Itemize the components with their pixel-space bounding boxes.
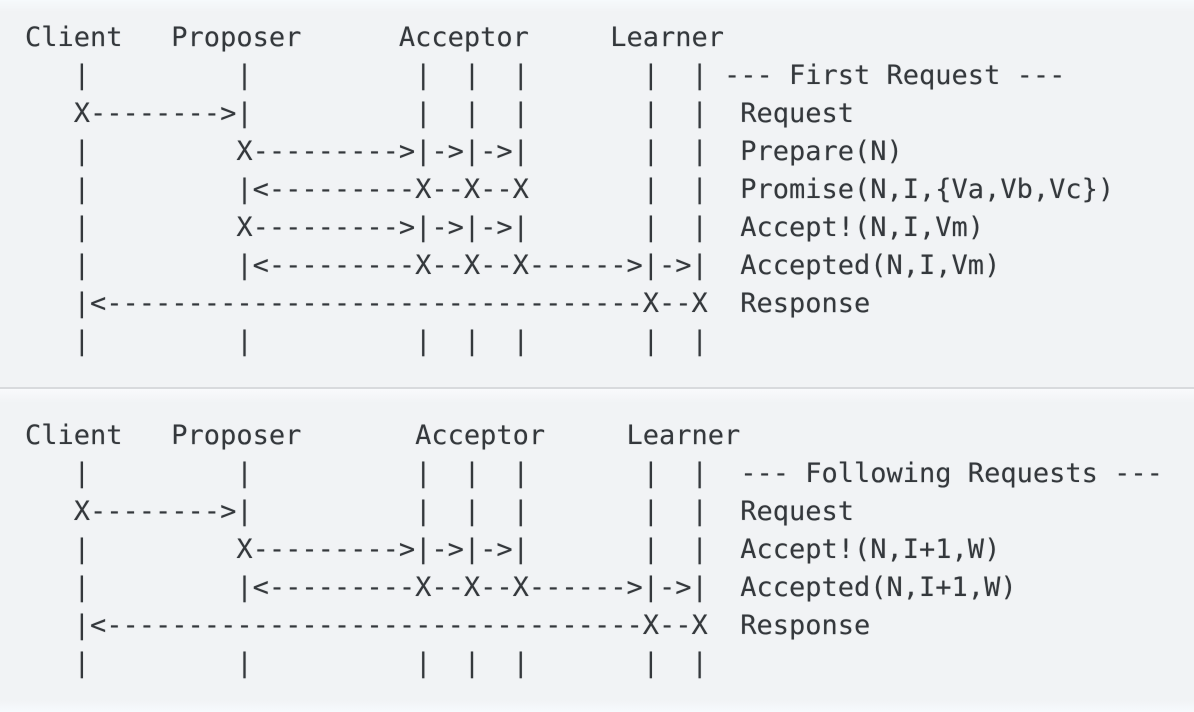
accept-row: | X--------->|->|->| | | Accept!(N,I,Vm)	[25, 212, 985, 243]
promise-row: | |<---------X--X--X | | Promise(N,I,{Va…	[25, 174, 1115, 205]
roles-header-row: Client Proposer Acceptor Learner	[25, 420, 741, 451]
caption-row: | | | | | | | --- First Request ---	[25, 60, 1066, 91]
bottom-edge-strip	[0, 700, 1194, 712]
request-row: X-------->| | | | | | Request	[25, 496, 855, 527]
first-request-diagram: Client Proposer Acceptor Learner | | | |…	[25, 19, 1114, 361]
response-row: |<---------------------------------X--X …	[25, 288, 871, 319]
lifelines-footer-row: | | | | | | |	[25, 648, 708, 679]
accepted-row: | |<---------X--X--X------>|->| Accepted…	[25, 250, 1001, 281]
accept-row: | X--------->|->|->| | | Accept!(N,I+1,W…	[25, 534, 1001, 565]
response-row: |<---------------------------------X--X …	[25, 610, 871, 641]
lifelines-footer-row: | | | | | | |	[25, 326, 708, 357]
top-edge-strip	[0, 0, 1194, 12]
prepare-row: | X--------->|->|->| | | Prepare(N)	[25, 136, 903, 167]
section-divider-glow	[0, 389, 1194, 403]
section-divider	[0, 387, 1194, 389]
request-row: X-------->| | | | | | Request	[25, 98, 855, 129]
roles-header-row: Client Proposer Acceptor Learner	[25, 22, 724, 53]
accepted-row: | |<---------X--X--X------>|->| Accepted…	[25, 572, 1017, 603]
following-requests-diagram: Client Proposer Acceptor Learner | | | |…	[25, 417, 1163, 683]
caption-row: | | | | | | | --- Following Requests ---	[25, 458, 1163, 489]
